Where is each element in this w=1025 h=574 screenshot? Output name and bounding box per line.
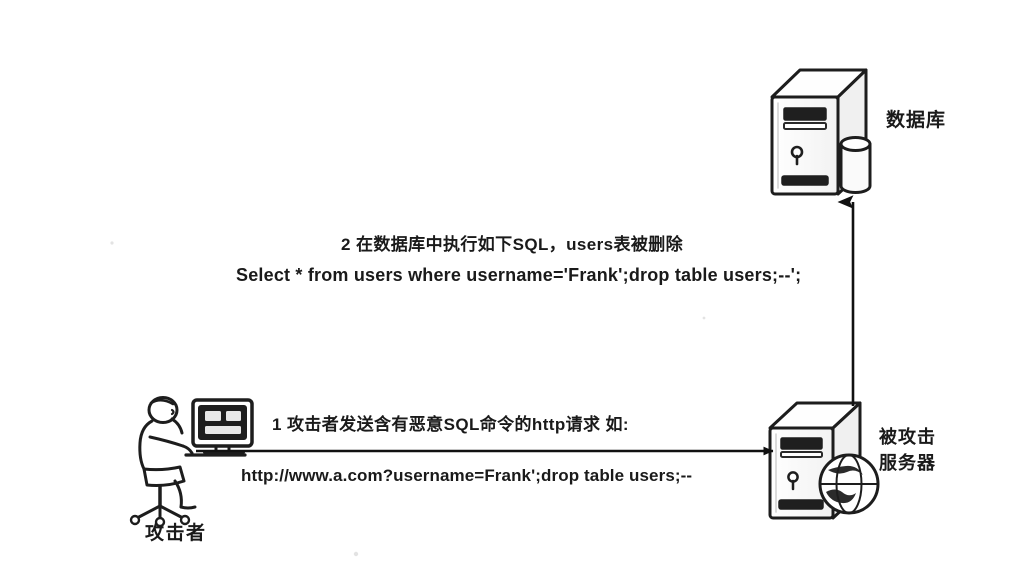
step-1-heading: 1 攻击者发送含有恶意SQL命令的http请求 如: — [272, 415, 629, 434]
step-2-heading: 2 在数据库中执行如下SQL，users表被删除 — [341, 235, 684, 254]
attacker-icon — [129, 396, 254, 528]
globe-icon — [818, 453, 880, 515]
step-1-url-payload: http://www.a.com?username=Frank';drop ta… — [241, 466, 693, 485]
step-2-sql-payload: Select * from users where username='Fran… — [236, 265, 802, 285]
monitor-icon — [191, 398, 254, 454]
database-cylinder-icon — [839, 136, 872, 194]
database-server-icon — [770, 68, 872, 196]
scan-artifacts — [110, 241, 706, 557]
attacked-server-icon — [768, 401, 880, 520]
attacker-label: 攻击者 — [145, 523, 207, 544]
database-label: 数据库 — [886, 110, 947, 131]
attacked-server-label: 被攻击 服务器 — [879, 427, 936, 474]
